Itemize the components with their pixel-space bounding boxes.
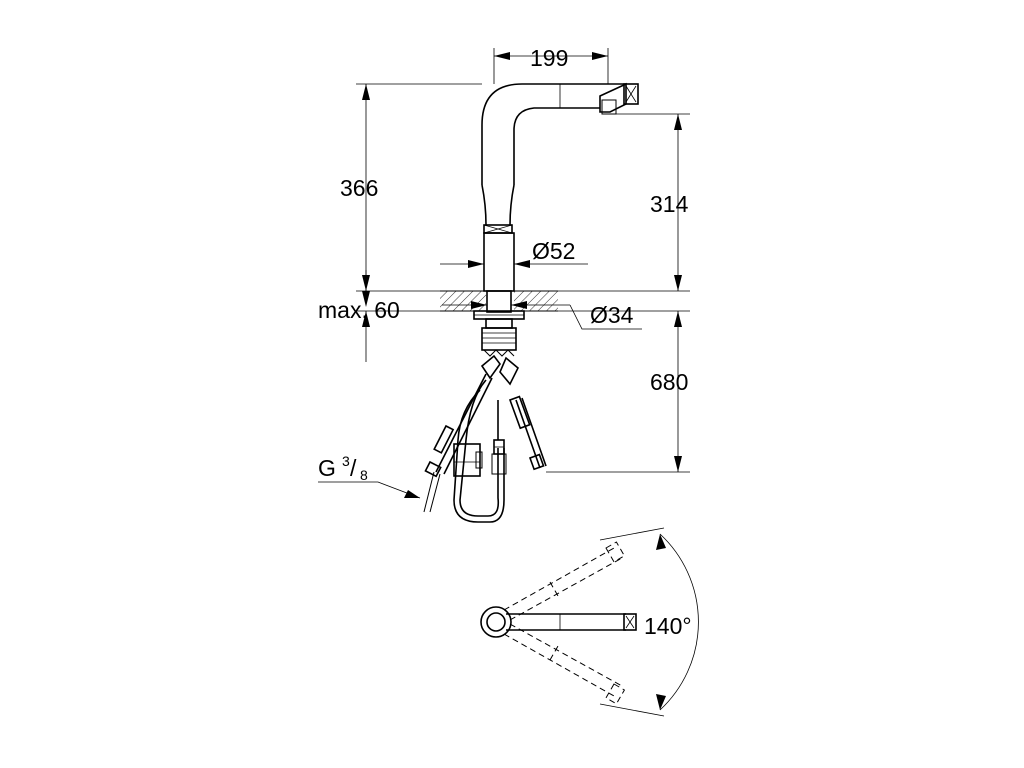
dim-body-diameter: Ø52 — [532, 238, 575, 264]
dim-counter-thickness: max. 60 — [318, 297, 400, 323]
connection-block — [480, 354, 501, 380]
pull-out-hose — [459, 379, 500, 517]
threaded-shank — [481, 327, 517, 351]
spray-head — [599, 82, 627, 113]
countertop-right-hatch — [514, 291, 558, 311]
dim-swivel-angle: 140° — [644, 613, 692, 639]
faucet-body — [483, 232, 515, 292]
faucet-spout-outer — [481, 83, 626, 185]
dim-thread-numerator: 3 — [342, 453, 350, 469]
hose-right — [515, 399, 541, 469]
faucet-top-view — [480, 527, 699, 717]
faucet-spout-inner — [513, 107, 600, 185]
countertop-left-hatch — [440, 291, 486, 311]
dim-thread-base: G — [318, 455, 336, 481]
dim-overall-height: 366 — [340, 175, 378, 201]
dim-hose-length: 680 — [650, 369, 688, 395]
dim-spout-height: 314 — [650, 191, 689, 217]
dim-thread-slash: / — [350, 455, 357, 481]
dimension-lines — [318, 48, 690, 499]
dim-thread-denominator: 8 — [360, 467, 368, 483]
dim-hole-diameter: Ø34 — [590, 302, 634, 328]
dim-spout-reach: 199 — [530, 45, 568, 71]
hose-weight — [453, 443, 481, 477]
